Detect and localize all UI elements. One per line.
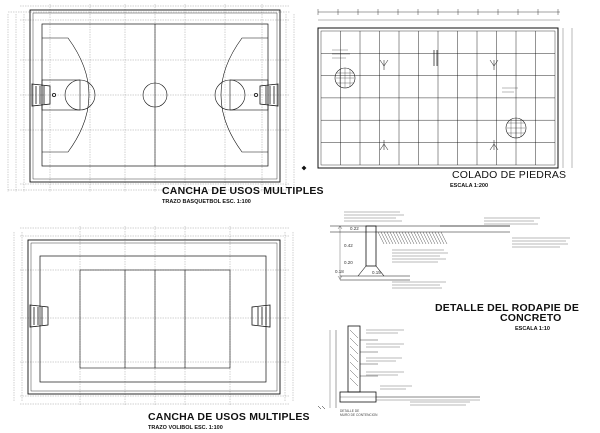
baseboard-dim-0: 0.22	[350, 226, 359, 231]
stones-title: COLADO DE PIEDRAS	[452, 169, 566, 181]
baseboard-dim-2: 0.20	[344, 260, 353, 265]
basketball-subtitle: TRAZO BASQUETBOL ESC. 1:100	[162, 199, 251, 205]
baseboard-dim-4: 0.15	[372, 270, 381, 275]
stones-subtitle: ESCALA 1:200	[450, 183, 488, 189]
volleyball-post-right	[251, 304, 271, 328]
baseboard-subtitle: ESCALA 1:10	[515, 326, 550, 332]
basketball-grid-lines	[7, 4, 295, 192]
stone-grid-lines	[321, 31, 555, 165]
wall-detail-label-line1: DETALLE DE	[340, 409, 359, 413]
volleyball-title: CANCHA DE USOS MULTIPLES	[148, 411, 310, 423]
basketball-hoop-left	[31, 83, 57, 107]
basketball-court-plan	[7, 4, 307, 192]
stone-paving-plan	[317, 9, 573, 169]
volleyball-post-left	[29, 304, 49, 328]
baseboard-title-line2: CONCRETO	[500, 312, 562, 324]
retaining-wall-detail	[317, 325, 480, 410]
baseboard-title-line1: DETALLE DEL RODAPIE DE	[435, 302, 579, 314]
baseboard-detail	[330, 211, 570, 289]
volleyball-subtitle: TRAZO VOLIBOL ESC. 1:100	[148, 425, 223, 431]
baseboard-dim-3: 0.18	[335, 269, 344, 274]
wall-detail-label-line2: MURO DE CONTENCION	[340, 413, 378, 417]
basketball-title: CANCHA DE USOS MULTIPLES	[162, 185, 324, 197]
stone-top-dimension-ticks	[317, 9, 559, 15]
baseboard-dim-1: 0.42	[344, 243, 353, 248]
volleyball-court-plan	[13, 226, 294, 406]
basketball-hoop-right	[253, 83, 279, 107]
baseboard-soil-hatch	[377, 231, 448, 245]
volleyball-grid-lines	[13, 226, 294, 406]
